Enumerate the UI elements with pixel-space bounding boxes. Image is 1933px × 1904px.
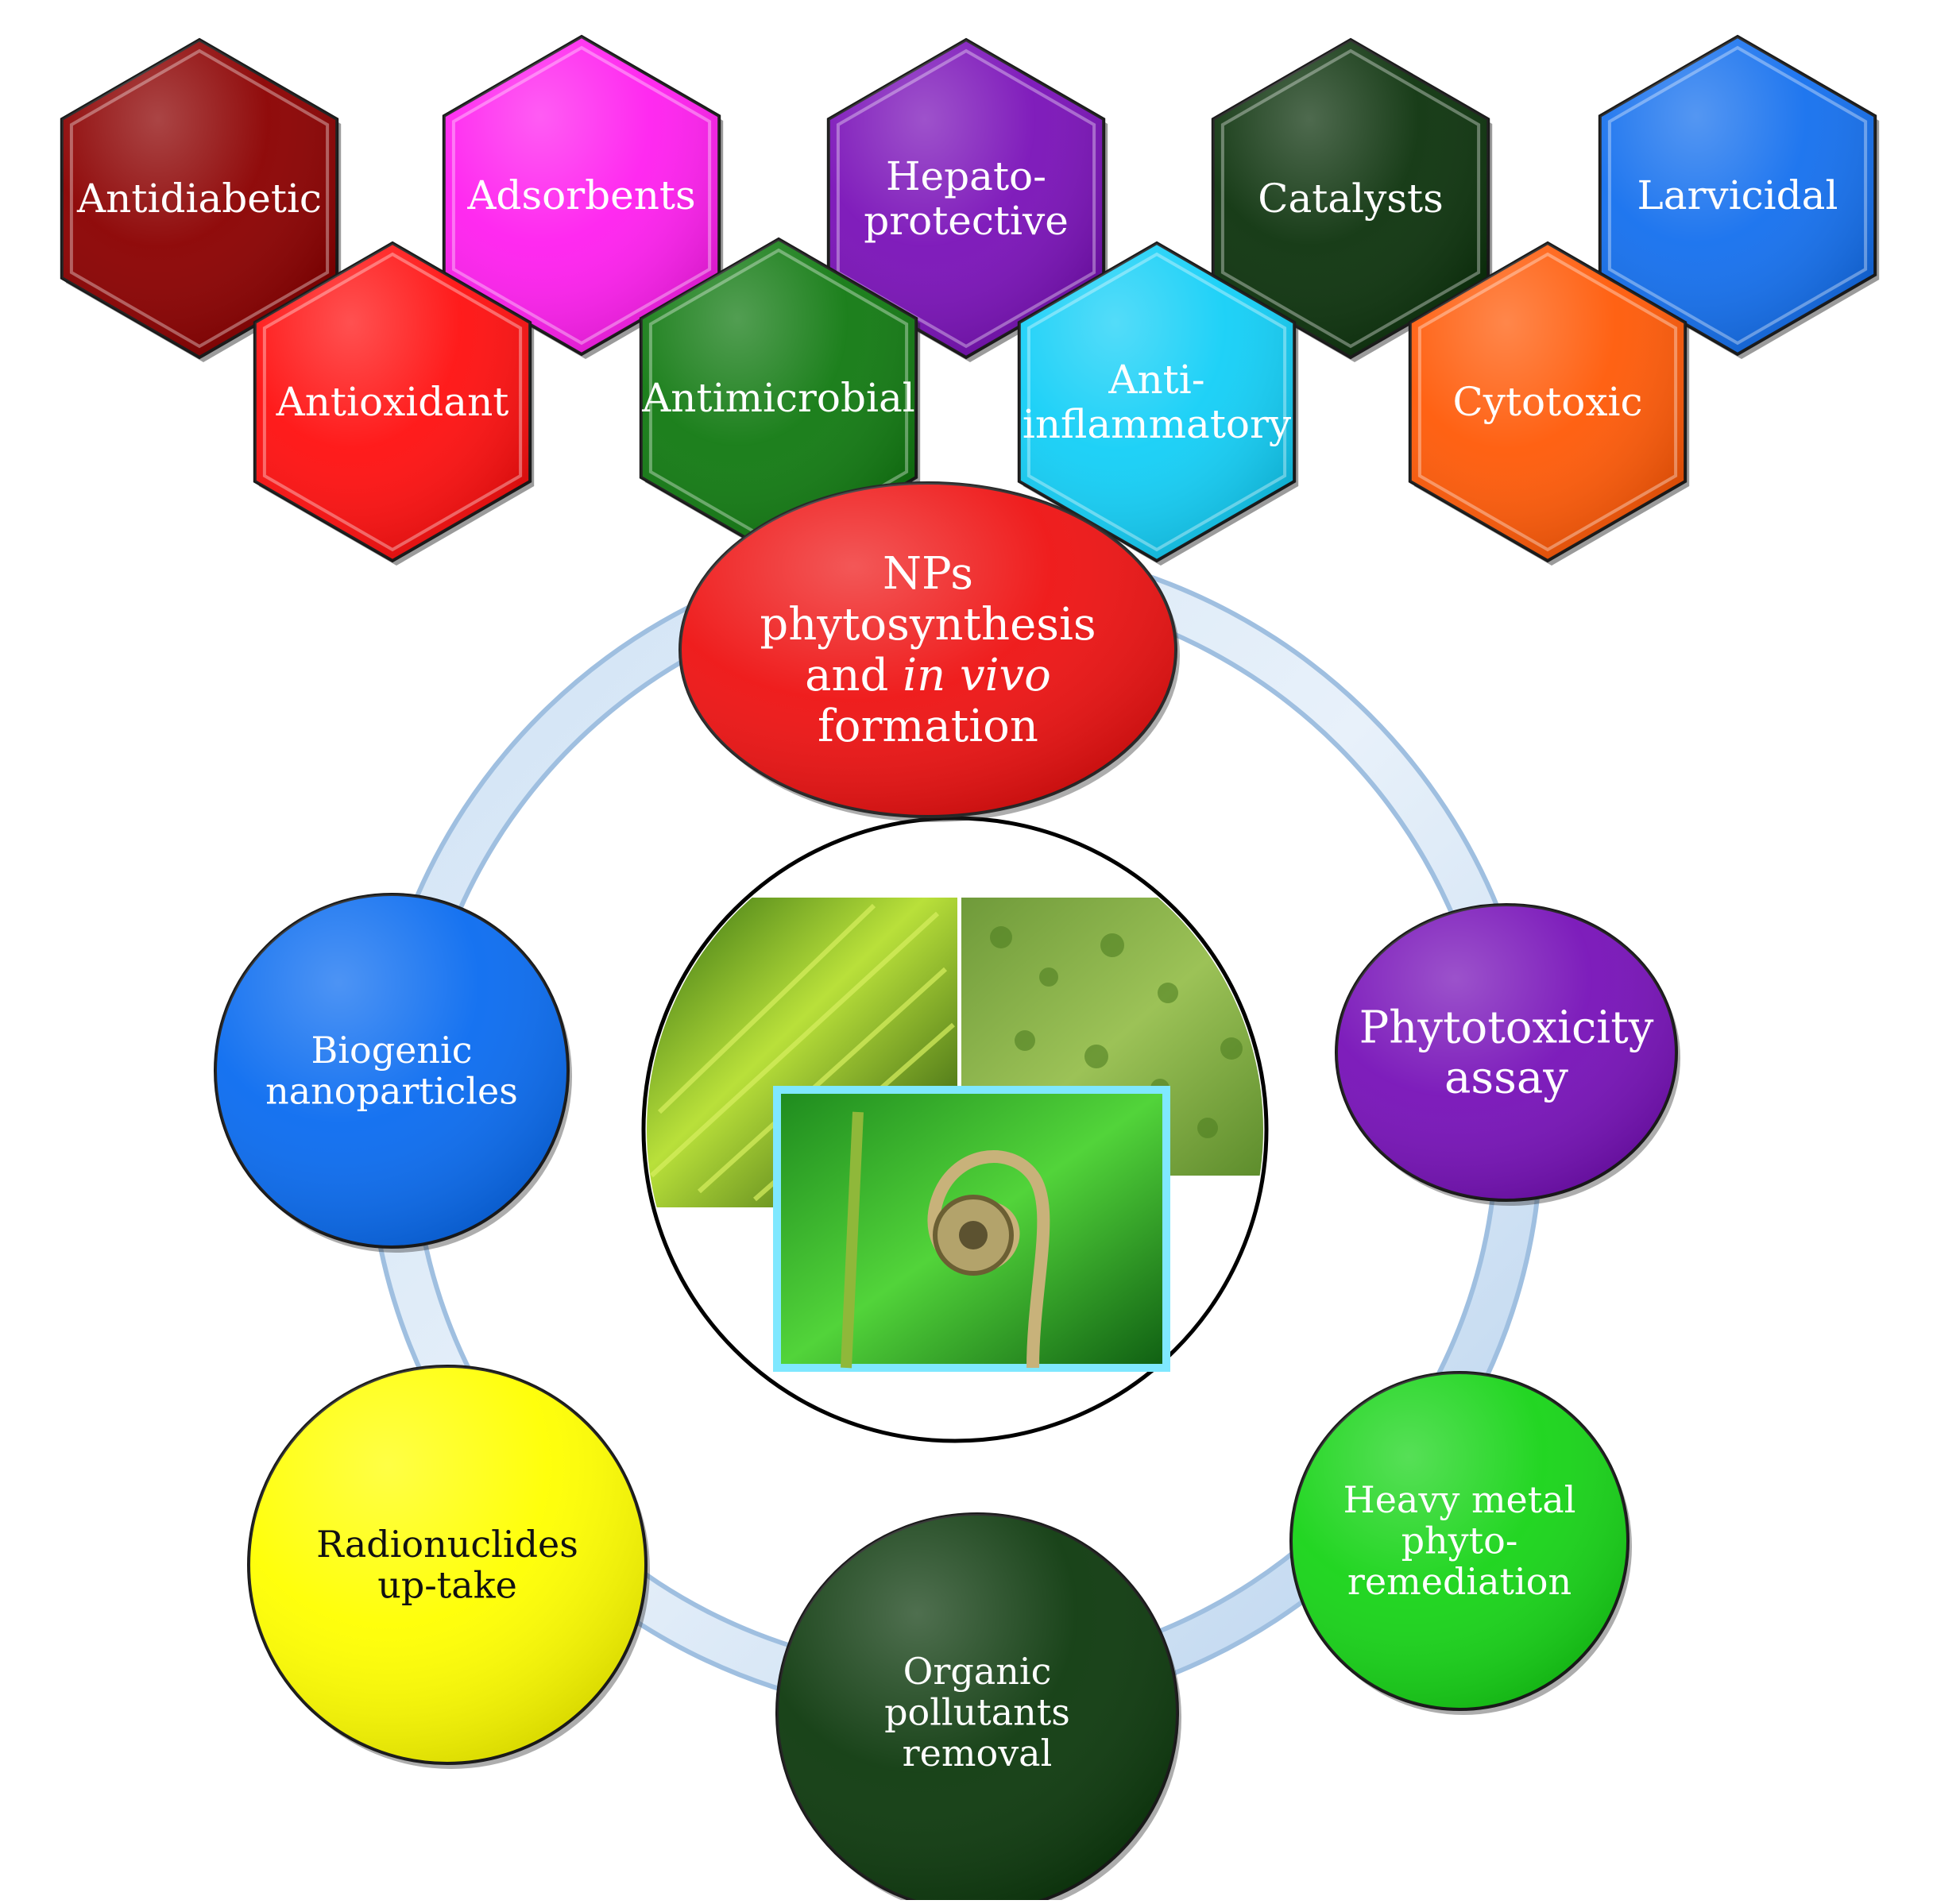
node-label: removal <box>903 1732 1053 1775</box>
hex-anti-inflammatory: Anti-inflammatory <box>1017 241 1299 566</box>
hex-label: Antioxidant <box>276 379 509 425</box>
center-label-word: NPs <box>883 548 973 600</box>
center-label-word: phytosynthesis <box>760 599 1096 651</box>
fern-photo-collage <box>641 816 1269 1443</box>
node-label: up-take <box>377 1563 517 1606</box>
hex-antidiabetic: Antidiabetic <box>60 37 342 362</box>
hex-label: Antidiabetic <box>76 176 322 222</box>
center-label-line: NPs <box>883 548 973 600</box>
hex-adsorbents: Adsorbents <box>442 34 724 359</box>
node-label: Phytotoxicity <box>1359 1002 1654 1054</box>
hex-catalysts: Catalysts <box>1211 37 1493 362</box>
hex-antioxidant: Antioxidant <box>253 241 535 566</box>
node-label: Biogenic <box>311 1029 473 1072</box>
node-label: Organic <box>903 1650 1052 1693</box>
node-label: remediation <box>1347 1560 1572 1603</box>
fiddlehead-shape <box>841 1111 1050 1369</box>
hex-label: Larvicidal <box>1637 172 1838 218</box>
center-label-word: and <box>805 650 888 701</box>
center-label-line: and in vivo <box>805 650 1051 701</box>
node-label: Radionuclides <box>316 1523 578 1566</box>
hex-hepato-protective: Hepato-protective <box>826 37 1108 362</box>
hex-label: Antimicrobial <box>641 375 915 421</box>
hex-label: Cytotoxic <box>1452 379 1642 425</box>
center-label-line: formation <box>818 701 1038 752</box>
center-label-word: formation <box>818 701 1038 752</box>
center-label-line: phytosynthesis <box>760 599 1096 651</box>
hex-antimicrobial: Antimicrobial <box>639 237 921 562</box>
hex-larvicidal: Larvicidal <box>1598 34 1880 359</box>
node-label: phyto- <box>1401 1520 1518 1562</box>
node-label: assay <box>1444 1052 1568 1103</box>
hex-label: inflammatory <box>1023 401 1292 447</box>
hex-label: Catalysts <box>1258 176 1444 222</box>
hex-label: protective <box>864 198 1069 244</box>
node-label: nanoparticles <box>265 1069 518 1112</box>
node-label: Heavy metal <box>1343 1478 1576 1521</box>
center-label-italic: in vivo <box>888 650 1050 701</box>
hex-label: Anti- <box>1108 357 1204 403</box>
hex-cytotoxic: Cytotoxic <box>1408 241 1690 566</box>
hex-label: Hepato- <box>886 153 1046 199</box>
node-label: pollutants <box>884 1691 1070 1734</box>
hex-label: Adsorbents <box>466 172 695 218</box>
